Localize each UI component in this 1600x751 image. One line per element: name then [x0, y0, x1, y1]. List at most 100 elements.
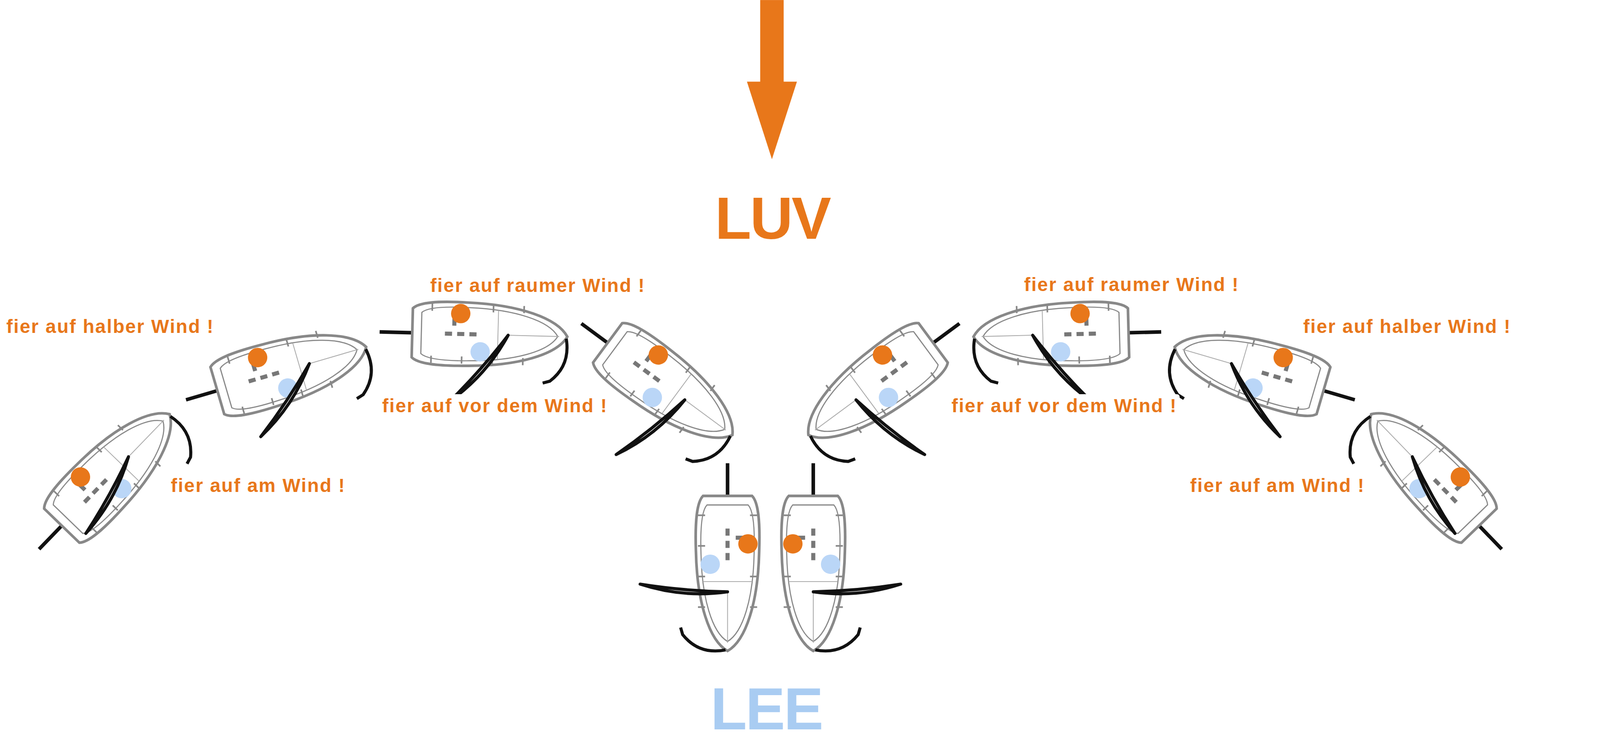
rib [523, 305, 525, 314]
crew-dot [1050, 341, 1071, 362]
hull [588, 317, 752, 461]
forestay [128, 419, 165, 457]
forestay [684, 400, 726, 431]
helmsman-dot [66, 463, 95, 491]
gunwale [800, 326, 942, 452]
rib [697, 575, 706, 578]
rib [697, 514, 706, 517]
hull [208, 316, 375, 422]
forestay [727, 592, 729, 643]
rib [286, 339, 289, 347]
jib [344, 349, 380, 399]
helmsman-dot [868, 341, 896, 369]
dinghy [781, 463, 901, 652]
rib [835, 545, 844, 548]
centreboard [444, 333, 480, 335]
helmsman-dot [644, 341, 672, 369]
rib [697, 606, 706, 609]
wind-arrow-shaft [760, 0, 784, 84]
jib [809, 422, 856, 473]
mainsail [69, 456, 145, 534]
rib [750, 575, 758, 578]
mainsail [1215, 363, 1296, 437]
course-label: fier auf am Wind ! [1187, 474, 1368, 498]
dinghy [972, 300, 1163, 405]
rib [783, 514, 791, 517]
shroud [702, 581, 753, 583]
rib [697, 545, 706, 548]
rib [1296, 406, 1299, 414]
rib [881, 408, 886, 415]
rib [118, 425, 124, 431]
forestay [1182, 349, 1232, 364]
mainsail [1395, 456, 1472, 534]
helmsman-dot [245, 345, 270, 370]
rib [1237, 389, 1240, 397]
rib [492, 305, 495, 313]
gunwale [982, 306, 1121, 364]
rib [315, 331, 318, 338]
rib [1078, 356, 1081, 364]
rib [1015, 305, 1018, 314]
rib [899, 330, 904, 337]
rib [155, 461, 161, 467]
jib [815, 627, 861, 652]
crew-dot [820, 554, 841, 575]
forestay [815, 400, 857, 431]
course-label: fier auf halber Wind ! [1300, 314, 1514, 339]
jib [1161, 349, 1197, 399]
windward-label: LUV [715, 184, 830, 253]
rib [1108, 355, 1111, 364]
mainsail [813, 584, 901, 594]
hull [1348, 392, 1502, 548]
mainsail [244, 363, 325, 437]
forestay [508, 335, 560, 337]
rib [1046, 305, 1049, 313]
mainsail [856, 386, 925, 469]
rib [1252, 339, 1255, 347]
jib [154, 415, 204, 465]
rib [835, 514, 844, 517]
helmsman-dot [1070, 303, 1090, 324]
rib [850, 367, 855, 374]
rib [654, 408, 659, 415]
rib [430, 355, 433, 364]
boats [16, 297, 1525, 652]
jib [973, 338, 999, 384]
rib [1222, 331, 1225, 338]
rib [1016, 358, 1019, 366]
rib [300, 389, 303, 397]
rib [783, 606, 791, 609]
centreboard [1258, 371, 1293, 382]
rib [1417, 425, 1423, 431]
centreboard [1061, 333, 1096, 335]
gunwale [1358, 402, 1492, 538]
rib [431, 303, 434, 311]
gunwale [48, 402, 183, 538]
crew-dot [470, 341, 491, 362]
jib [680, 627, 726, 652]
gunwale [598, 326, 741, 452]
centreboard [633, 362, 662, 383]
wind-arrow-head [747, 81, 798, 160]
mainsail [640, 584, 728, 594]
helmsman-dot [450, 303, 471, 324]
rib [1380, 461, 1386, 467]
centreboard [248, 371, 283, 382]
forestay [1376, 419, 1413, 457]
rib [906, 390, 911, 397]
rib [710, 385, 715, 392]
forestay [309, 349, 359, 364]
rib [1107, 303, 1110, 311]
rib [679, 427, 684, 434]
rib [330, 380, 333, 388]
dinghy [378, 300, 569, 405]
gunwale [420, 306, 559, 364]
rib [1311, 356, 1313, 364]
rib [271, 398, 274, 406]
rib [750, 606, 758, 609]
jib [1337, 415, 1386, 465]
rib [1481, 491, 1487, 497]
rib [1208, 380, 1211, 388]
